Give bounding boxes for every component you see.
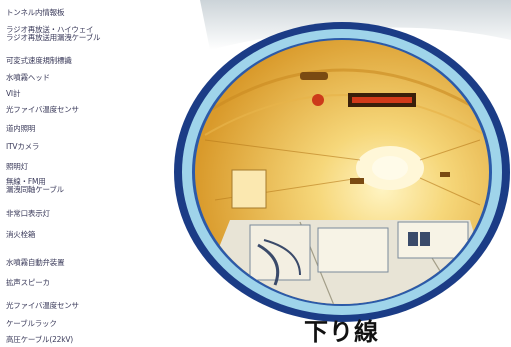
left-wall-panel	[231, 169, 267, 209]
label-loudspeaker: 拡声スピーカ	[6, 278, 50, 287]
label-high-voltage-cable: 高圧ケーブル(22kV)	[6, 335, 74, 344]
utility-room-center	[317, 227, 389, 273]
label-radio-rebroadcast: ラジオ再放送・ハイウェイラジオ再放送用漏洩ケーブル	[6, 25, 101, 42]
label-vi-meter: VI計	[6, 89, 21, 98]
label-road-lighting: 道内照明	[6, 124, 36, 133]
direction-title: 下り線	[304, 318, 379, 346]
label-water-spray-head: 水噴霧ヘッド	[6, 73, 50, 82]
label-fire-hydrant-box: 消火栓箱	[6, 230, 36, 239]
label-water-spray-valve: 水噴霧自動弁装置	[6, 258, 65, 267]
label-emergency-exit-light: 非常口表示灯	[6, 209, 50, 218]
label-tunnel-info-board: トンネル内情報板	[6, 8, 65, 17]
label-lighting: 照明灯	[6, 162, 28, 171]
ceiling-lamp	[312, 94, 324, 106]
label-itv-camera: ITVカメラ	[6, 142, 40, 151]
label-cable-rack: ケーブルラック	[6, 319, 57, 328]
label-variable-speed-sign: 可変式速度規制標識	[6, 56, 72, 65]
utility-room-left	[249, 224, 311, 281]
ceiling-lining	[195, 68, 489, 122]
label-fiber-temperature-sensor-upper: 光ファイバ温度センサ	[6, 105, 79, 114]
label-fiber-temperature-sensor-lower: 光ファイバ温度センサ	[6, 301, 79, 310]
ceiling-fan	[300, 72, 328, 80]
label-leaky-coax-cable: 無線・FM用漏洩同軸ケーブル	[6, 177, 64, 194]
